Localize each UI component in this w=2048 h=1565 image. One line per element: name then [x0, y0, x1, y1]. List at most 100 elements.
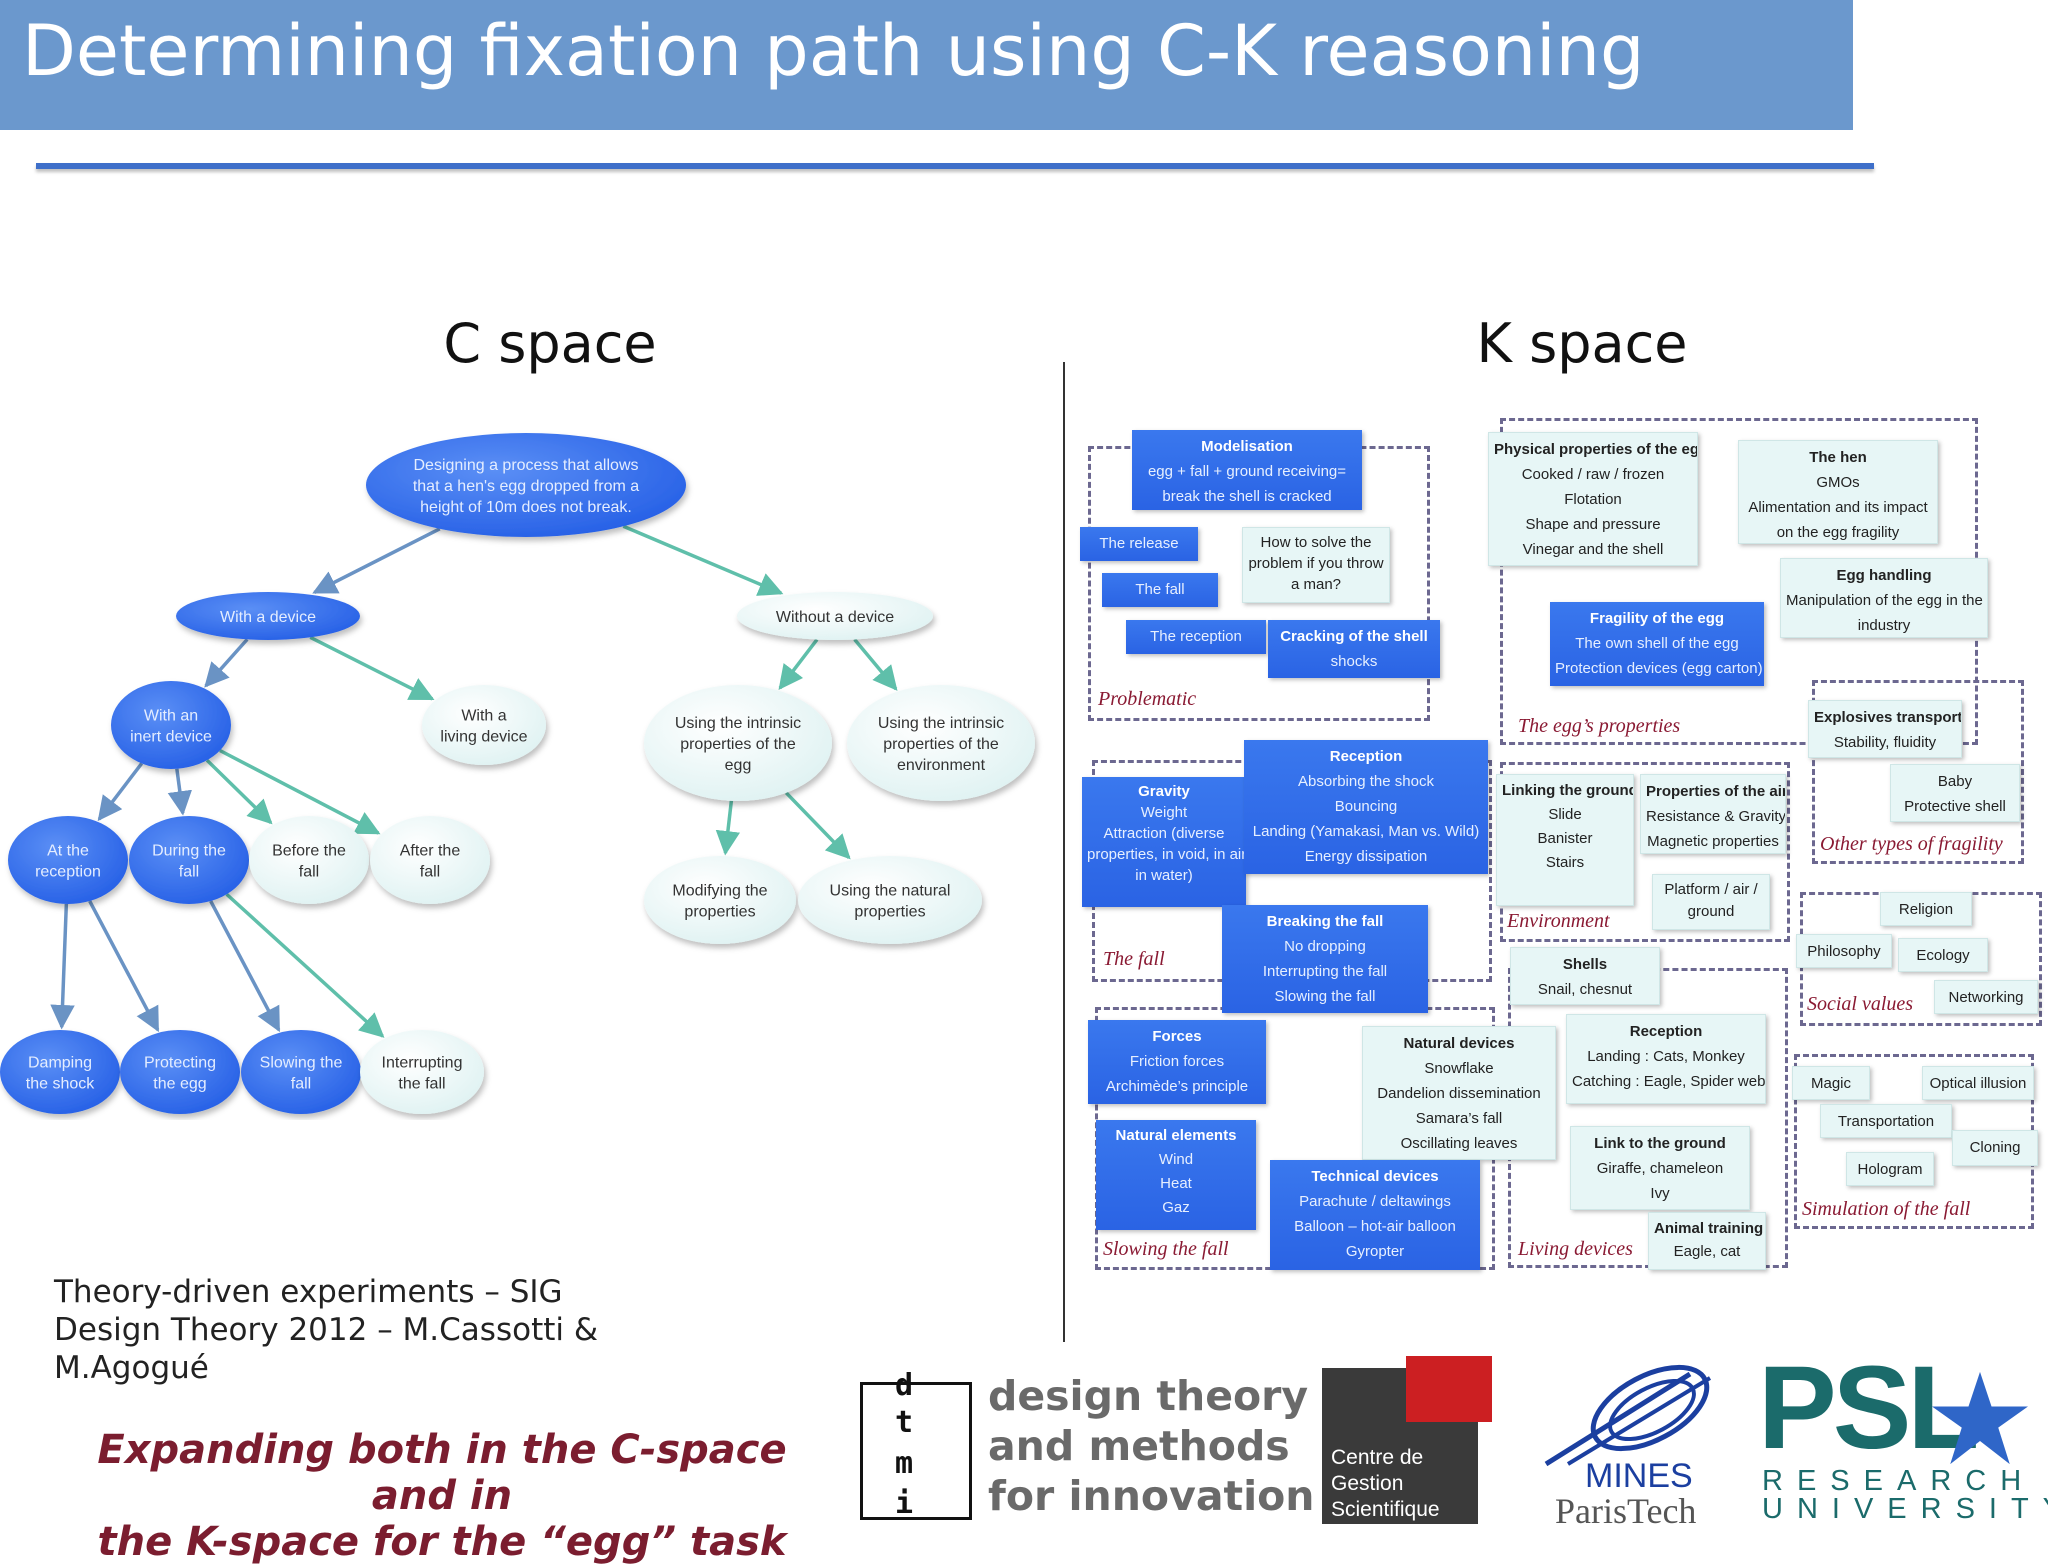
k-box-cloning: Cloning: [1952, 1130, 2038, 1166]
k-box-line: Hologram: [1857, 1161, 1923, 1178]
edge-root-to-without_device: [622, 524, 784, 596]
title-bar: Determining fixation path using C-K reas…: [0, 0, 1853, 130]
title-underline: [36, 163, 1874, 169]
c-node-shape: [120, 1030, 240, 1114]
k-box-line: Dandelion dissemination: [1377, 1085, 1541, 1102]
c-node-label: properties: [854, 904, 925, 921]
edge-root-to-with_device: [312, 527, 441, 595]
edge-with_device-to-living: [309, 635, 435, 701]
psl-subtitle: RESEARCH UNIVERSITY: [1762, 1467, 2048, 1524]
k-box-header: Natural elements: [1115, 1127, 1237, 1144]
k-box-line: shocks: [1330, 653, 1378, 670]
c-node-shape: [847, 685, 1035, 801]
group-label-living-devices: Living devices: [1518, 1238, 1633, 1260]
dtmi-wordmark: design theory and methods for innovation: [988, 1371, 1315, 1521]
k-box-transportation: Transportation: [1820, 1104, 1952, 1138]
c-node-label: environment: [897, 757, 986, 774]
k-space-title: K space: [1476, 312, 1688, 375]
c-node-label: inert device: [130, 729, 212, 746]
k-box-line: ground: [1687, 903, 1735, 920]
edge-inert-to-reception: [97, 762, 144, 822]
k-box-line: Banister: [1537, 830, 1593, 847]
c-node-shape: [370, 816, 490, 904]
k-box-line: Gaz: [1162, 1199, 1190, 1216]
c-node-shape: [249, 816, 369, 904]
k-box-line: Stairs: [1545, 854, 1585, 871]
k-box-line: Networking: [1948, 989, 2024, 1006]
k-box-line: How to solve the: [1260, 534, 1372, 551]
k-box-header: Fragility of the egg: [1589, 610, 1725, 627]
mines-swoosh-icon: [1544, 1364, 1712, 1467]
k-box-line: properties, in void, in air,: [1087, 846, 1246, 863]
c-node-label: Slowing the: [260, 1055, 343, 1072]
k-box-linking-ground: Linking the ground to the eggSlideBanist…: [1496, 774, 1634, 906]
k-box-line: Heat: [1160, 1175, 1192, 1192]
edge-during-to-interrupting: [225, 892, 385, 1038]
c-node-label: Using the intrinsic: [675, 715, 801, 732]
k-box-magic: Magic: [1792, 1066, 1870, 1100]
dtmi-line-1: design theory: [988, 1372, 1309, 1420]
k-box-line: Eagle, cat: [1673, 1243, 1741, 1260]
k-box-hologram: Hologram: [1846, 1152, 1934, 1186]
k-box-line: GMOs: [1816, 474, 1860, 491]
k-box-line: Cloning: [1969, 1139, 2021, 1156]
k-box-header: Explosives transport: [1814, 709, 1962, 726]
k-box-line: Resistance & Gravity: [1646, 808, 1786, 825]
k-box-header: Natural devices: [1403, 1035, 1515, 1052]
k-box-line: Transportation: [1837, 1113, 1935, 1130]
c-node-shape: [0, 1030, 120, 1114]
k-box-line: Weight: [1140, 804, 1188, 821]
c-node-label: Before the: [272, 843, 346, 860]
dtmi-letter-m: m: [895, 1446, 914, 1481]
k-box-line: Platform / air /: [1664, 881, 1758, 898]
k-box-reception: The reception: [1126, 620, 1266, 654]
k-box-line: problem if you throw: [1248, 555, 1384, 572]
c-node-label: With an: [144, 708, 198, 725]
c-node-shape: [111, 681, 231, 769]
edge-inert-to-during: [167, 768, 192, 816]
c-node-shape: [360, 1030, 484, 1114]
caption: Expanding both in the C-space and in the…: [52, 1427, 832, 1565]
k-box-line: Alimentation and its impact: [1748, 499, 1928, 516]
caption-line-1: Expanding both in the C-space and in: [97, 1427, 787, 1519]
group-label-slowing-fall: Slowing the fall: [1103, 1238, 1229, 1260]
k-box-line: Catching : Eagle, Spider web: [1572, 1073, 1766, 1090]
c-node-shape: [8, 816, 128, 904]
k-box-networking: Networking: [1934, 980, 2038, 1014]
c-node-label: Using the natural: [830, 883, 951, 900]
k-box-header: Cracking of the shell: [1280, 628, 1428, 645]
k-box-platform: Platform / air / ground: [1652, 874, 1770, 930]
k-box-header: Properties of the air: [1646, 783, 1786, 800]
k-box-line: The release: [1099, 535, 1179, 552]
k-box-header: Reception: [1629, 1023, 1703, 1040]
k-box-line: Slide: [1548, 806, 1582, 823]
group-label-the-fall: The fall: [1103, 948, 1165, 970]
k-box-header: Animal training: [1654, 1220, 1764, 1237]
edge-with_device-to-inert: [204, 638, 249, 688]
k-box-line: Ivy: [1650, 1185, 1670, 1202]
edge-without_device-to-intrinsic_egg: [778, 638, 819, 690]
k-box-line: break the shell is cracked: [1162, 488, 1332, 505]
k-box-line: Religion: [1898, 901, 1954, 918]
k-box-cracking: Cracking of the shell shocks: [1268, 620, 1440, 678]
k-box-line: Oscillating leaves: [1400, 1135, 1518, 1152]
edge-intrinsic_egg-to-modifying: [715, 800, 741, 856]
k-box-line: Bouncing: [1334, 798, 1398, 815]
k-box-header: Reception: [1329, 748, 1403, 765]
k-box-line: Energy dissipation: [1304, 848, 1428, 865]
k-box-line: Shape and pressure: [1525, 516, 1661, 533]
